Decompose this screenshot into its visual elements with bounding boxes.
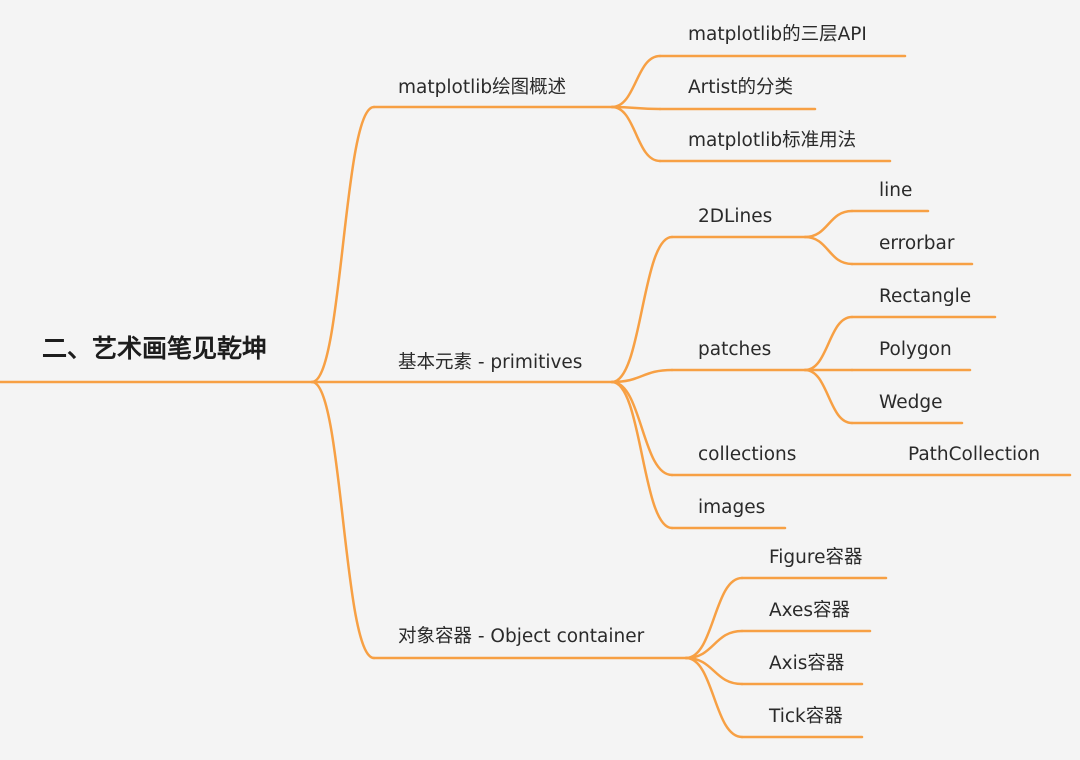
node-collections[interactable]: collections [698,444,797,465]
edge-overview-child-2 [610,105,662,163]
edge-2dlines-child-0 [803,209,854,239]
node-line[interactable]: line [879,180,913,201]
node-rectangle[interactable]: Rectangle [879,286,972,307]
node-standard-usage[interactable]: matplotlib标准用法 [688,130,857,151]
node-axis-container[interactable]: Axis容器 [769,653,845,674]
node-wedge[interactable]: Wedge [879,392,943,413]
node-artist-categories[interactable]: Artist的分类 [688,77,794,98]
node-object-container[interactable]: 对象容器 - Object container [398,626,645,647]
node-figure-container[interactable]: Figure容器 [769,547,863,568]
edge-primitives-child-1 [610,368,674,384]
node-primitives[interactable]: 基本元素 - primitives [398,352,583,373]
edge-containers-child-0 [684,576,744,660]
edge-root-overview [310,105,376,384]
edge-containers-child-2 [684,656,744,686]
node-patches[interactable]: patches [698,339,772,360]
node-matplotlib-overview[interactable]: matplotlib绘图概述 [398,77,567,98]
node-images[interactable]: images [698,497,766,518]
node-errorbar[interactable]: errorbar [879,233,955,254]
edge-overview-child-0 [610,54,662,109]
node-three-layer-api[interactable]: matplotlib的三层API [688,24,867,45]
edge-containers-child-3 [684,656,744,739]
edge-2dlines-child-1 [803,235,854,266]
node-pathcollection[interactable]: PathCollection [908,444,1041,465]
node-polygon[interactable]: Polygon [879,339,952,360]
edge-primitives-child-0 [610,235,674,384]
node-2dlines[interactable]: 2DLines [698,206,773,227]
node-tick-container[interactable]: Tick容器 [769,706,843,727]
edge-patches-child-2 [803,368,854,425]
edge-root-containers [310,380,376,660]
edge-containers-child-1 [684,629,744,660]
root-node[interactable]: 二、艺术画笔见乾坤 [42,334,268,363]
edge-primitives-child-3 [610,380,674,530]
node-axes-container[interactable]: Axes容器 [769,600,851,621]
edge-patches-child-0 [803,315,854,372]
